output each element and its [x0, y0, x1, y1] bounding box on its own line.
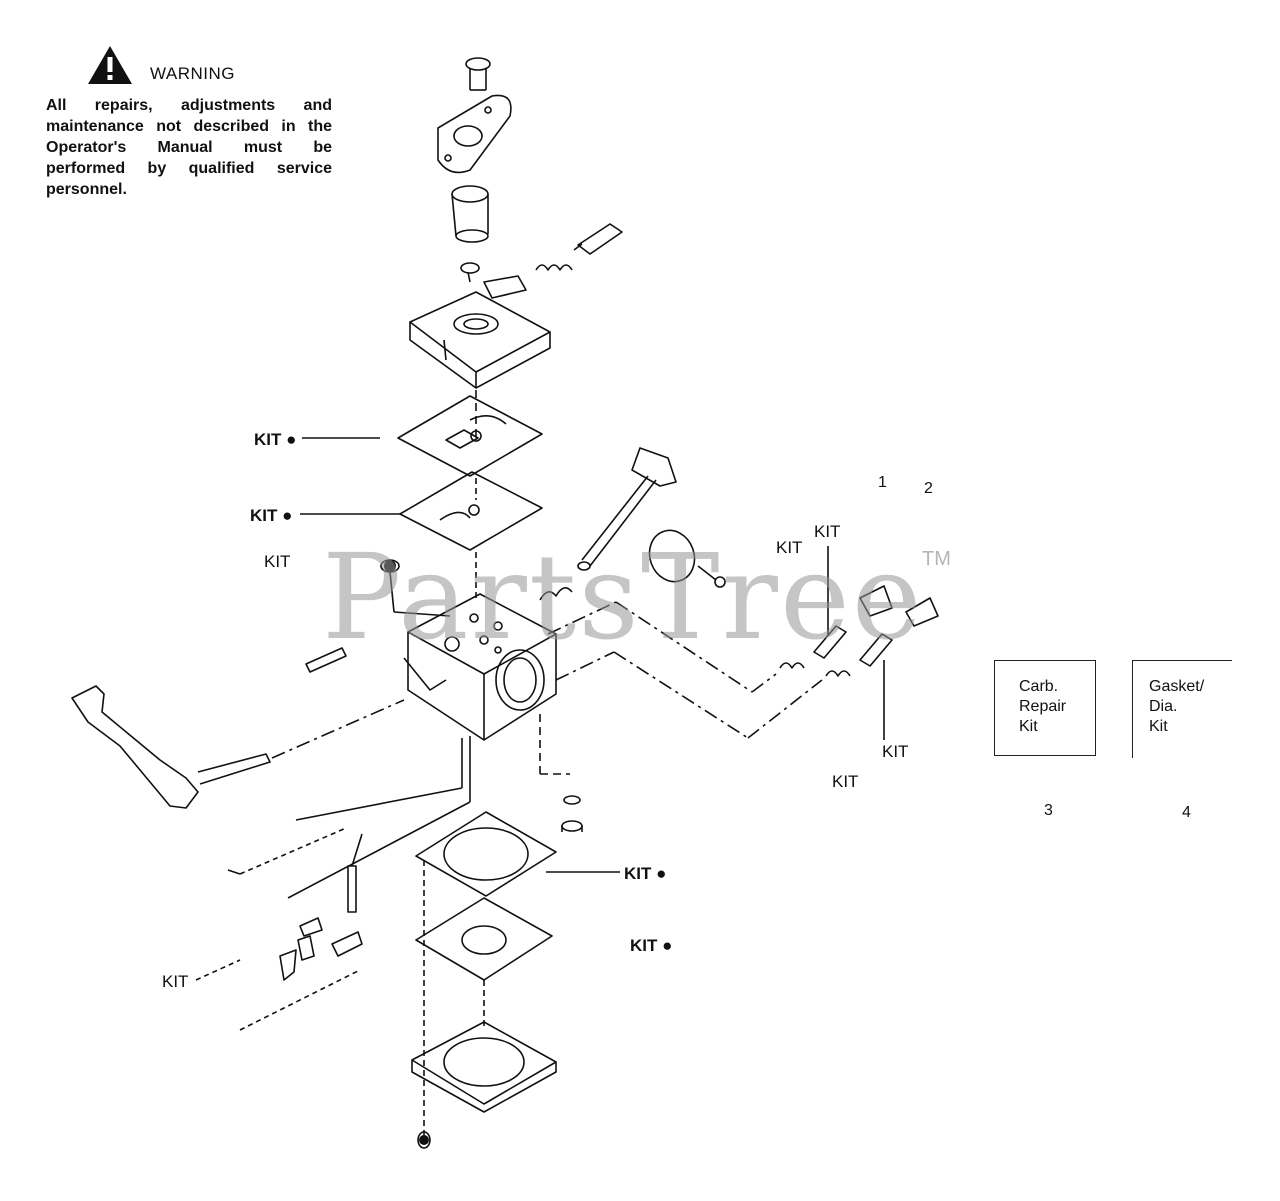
legend-gasket-dia-kit: Gasket/ Dia. Kit [1132, 660, 1232, 758]
carburetor-body-part [403, 593, 557, 741]
pump-diaphragm-part [399, 471, 543, 551]
warning-triangle-icon [88, 46, 132, 84]
kit-callout-upper-gasket: KIT ● [254, 430, 297, 449]
kit-callout-needle-right: KIT [814, 522, 841, 541]
legend-number-3: 3 [1044, 802, 1053, 819]
legend-gasket-line3: Kit [1149, 718, 1168, 735]
flange-gasket-part [437, 94, 512, 174]
upper-gasket-part [397, 395, 543, 477]
legend-number-2: 2 [924, 480, 933, 497]
kit-callout-inlet-screen: KIT [264, 552, 291, 571]
filter-screen-part [451, 185, 489, 243]
legend-carb-line1: Carb. [1019, 678, 1059, 695]
adjust-needles-part [779, 585, 939, 677]
watermark-trademark: TM [922, 548, 951, 570]
throttle-lever-part [71, 685, 271, 809]
kit-callout-needle-spring: KIT [882, 742, 909, 761]
legend-number-1: 1 [878, 474, 887, 491]
small-hardware-part [279, 865, 363, 981]
metering-diaphragm-part [415, 897, 553, 981]
kit-callout-metering-diaphragm: KIT ● [630, 936, 673, 955]
kit-callout-metering-gasket: KIT ● [624, 864, 667, 883]
warning-title: WARNING [150, 64, 236, 83]
kit-callout-needle-lower: KIT [832, 772, 859, 791]
metering-gasket-part [415, 811, 557, 897]
legend-carb-line2: Repair [1019, 698, 1067, 715]
metering-cover-part [411, 1021, 557, 1113]
watermark-brand: PartsTree [322, 528, 924, 666]
pump-cover-part [409, 291, 551, 389]
top-screw-part [465, 57, 491, 91]
needle-spring-part [535, 223, 623, 271]
legend-number-4: 4 [1182, 804, 1191, 821]
pivot-pin-part [305, 647, 347, 673]
legend-carb-line3: Kit [1019, 718, 1038, 735]
kit-callout-pump-diaphragm: KIT ● [250, 506, 293, 525]
kit-callout-small-hardware: KIT [162, 972, 189, 991]
legend-gasket-line2: Dia. [1149, 698, 1178, 715]
warning-body: All repairs, adjustments and maintenance… [46, 97, 332, 198]
throttle-plate-part [648, 529, 726, 588]
idle-jet-part [561, 795, 583, 832]
legend-carb-repair-kit: Carb. Repair Kit [994, 660, 1096, 756]
legend-gasket-line1: Gasket/ [1149, 678, 1205, 695]
throttle-shaft-part [539, 447, 677, 601]
kit-callout-needle-left: KIT [776, 538, 803, 557]
